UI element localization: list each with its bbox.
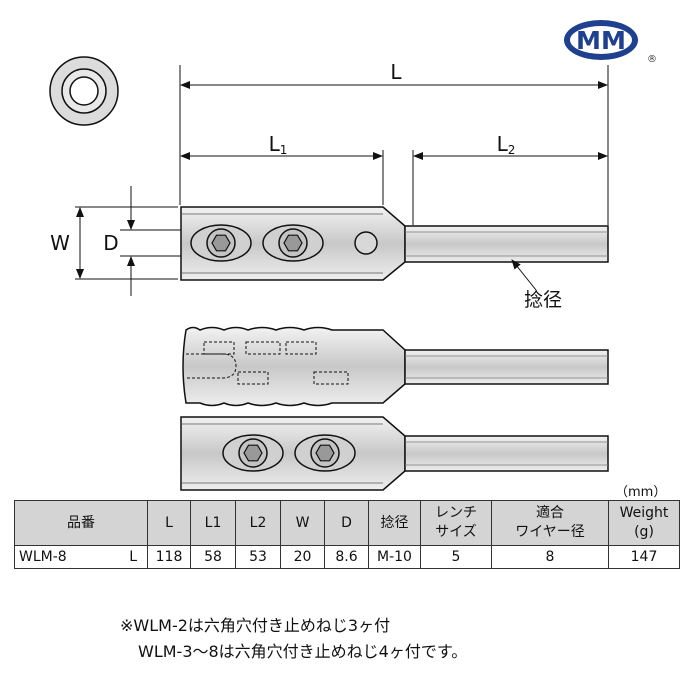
label-W: W (50, 231, 70, 255)
cell-wrench-size: 5 (420, 545, 492, 569)
front-view (180, 206, 609, 281)
cell-W: 20 (280, 545, 325, 569)
dimension-lines (76, 81, 608, 296)
side-view (182, 326, 609, 407)
cell-L2: 53 (235, 545, 281, 569)
end-view (49, 56, 119, 126)
header-twist: 捻径 (368, 500, 421, 546)
wire-rod (404, 225, 609, 263)
logo-text: MM (576, 26, 626, 55)
header-L2: L2 (235, 500, 281, 546)
note-line-2: WLM-3～8は六角穴付き止めねじ4ヶ付です。 (138, 642, 468, 661)
logo-inner-oval (570, 26, 632, 54)
cell-part-number: WLM-8 (14, 545, 113, 569)
header-L: L (147, 500, 191, 546)
header-wrench-size: レンチ サイズ (420, 500, 492, 546)
cell-twist: M-10 (368, 545, 421, 569)
cell-weight: 147 (608, 545, 680, 569)
cell-L1: 58 (190, 545, 236, 569)
callout-text: 捻径 (524, 289, 562, 311)
cell-wire-diameter: 8 (491, 545, 609, 569)
cell-part-suffix: L (112, 545, 149, 569)
set-screw (222, 434, 284, 472)
cell-L: 118 (147, 545, 191, 569)
cell-D: 8.6 (324, 545, 369, 569)
header-W: W (280, 500, 325, 546)
header-D: D (324, 500, 369, 546)
header-wire-diameter: 適合 ワイヤー径 (491, 500, 609, 546)
label-L1: L1 (269, 132, 288, 157)
technical-drawing: L L1 L2 W D 捻径 (49, 56, 609, 491)
set-screw (262, 224, 324, 262)
table-header-row: 品番 L L1 L2 W D 捻径 レンチ サイズ 適合 ワイヤー径 Weigh… (14, 500, 680, 546)
set-screw (294, 434, 356, 472)
header-weight: Weight (g) (608, 500, 680, 546)
set-screw (190, 224, 252, 262)
spec-table: 品番 L L1 L2 W D 捻径 レンチ サイズ 適合 ワイヤー径 Weigh… (14, 500, 680, 569)
registered-mark: ® (647, 54, 657, 65)
header-L1: L1 (190, 500, 236, 546)
table-row: WLM-8 L 118 58 53 20 8.6 M-10 5 8 147 (14, 545, 680, 569)
label-L2: L2 (497, 132, 516, 157)
callout-leader (511, 259, 537, 291)
bottom-view (180, 416, 609, 491)
header-part-number: 品番 (14, 500, 148, 546)
label-L: L (390, 60, 402, 84)
note-line-1: ※WLM-2は六角穴付き止めねじ3ヶ付 (120, 616, 391, 635)
label-D: D (103, 231, 118, 255)
mm-logo: MM ® (564, 20, 657, 65)
side-hole (354, 231, 378, 255)
unit-label: （mm） (615, 485, 667, 500)
